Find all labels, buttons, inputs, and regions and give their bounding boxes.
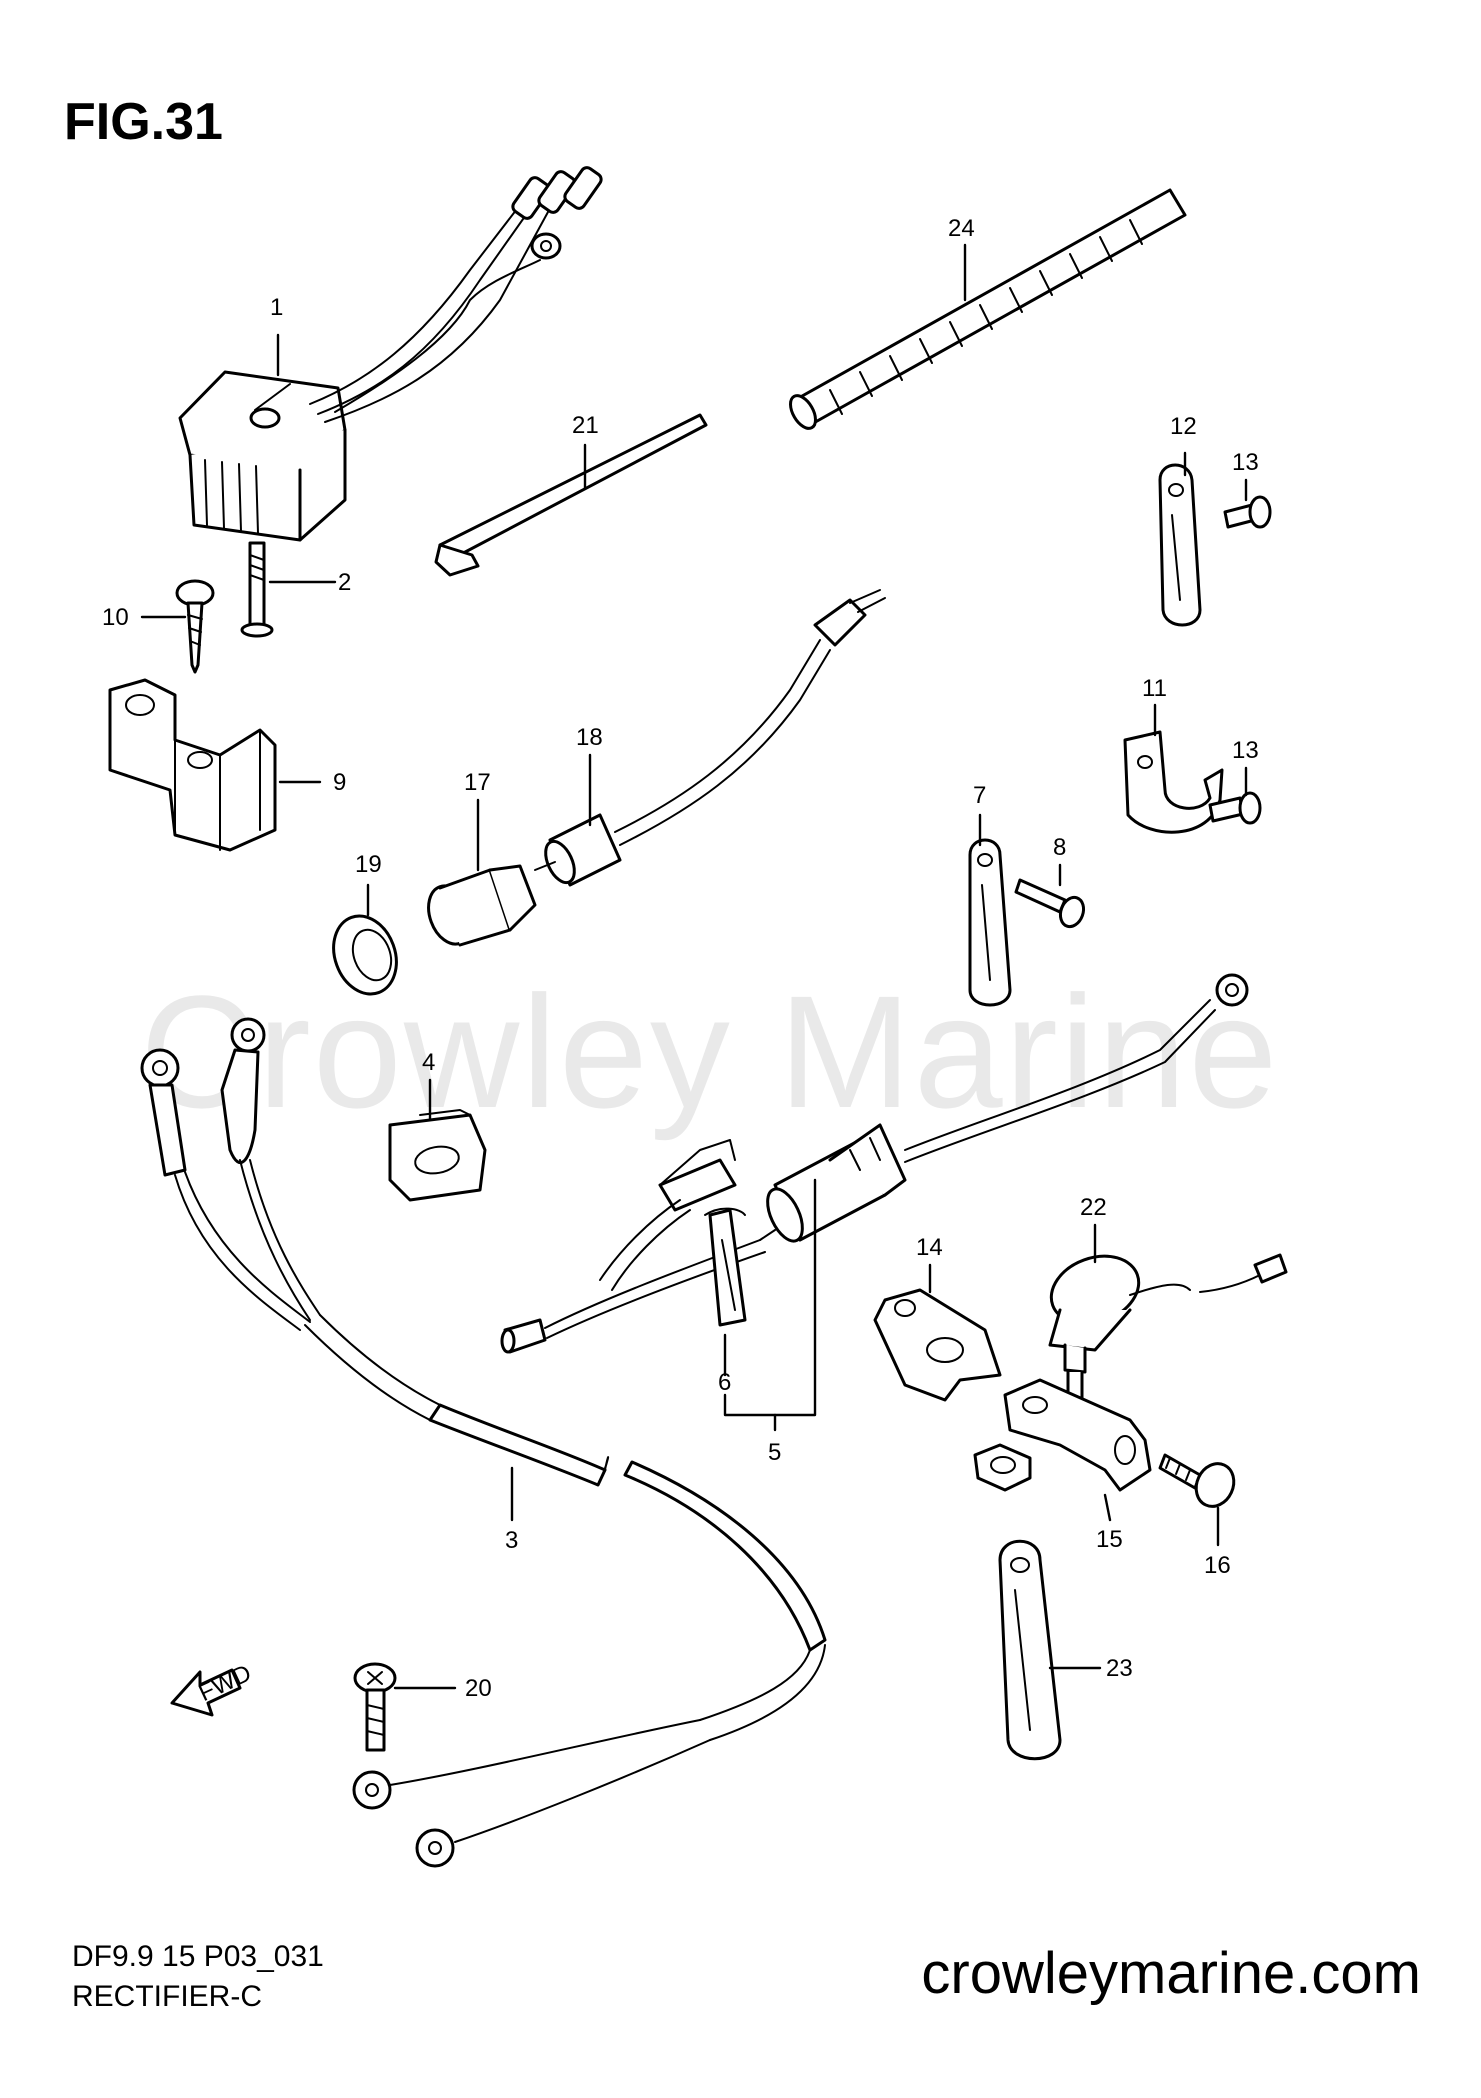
part-3-harness[interactable] (140, 1017, 827, 1868)
callout-5: 5 (768, 1439, 781, 1466)
callout-17: 17 (464, 769, 491, 796)
callout-14: 14 (916, 1234, 943, 1261)
callout-6: 6 (718, 1369, 731, 1396)
callout-23: 23 (1106, 1655, 1133, 1682)
part-23-clamp[interactable] (998, 1539, 1062, 1761)
callout-8: 8 (1053, 834, 1066, 861)
part-1-rectifier[interactable] (178, 165, 603, 542)
part-18-grommet[interactable] (534, 589, 886, 887)
part-17-cap[interactable] (421, 864, 537, 950)
callout-10: 10 (102, 604, 129, 631)
callout-2: 2 (338, 569, 351, 596)
part-8-screw[interactable] (1014, 878, 1087, 930)
part-22-switch[interactable] (1042, 1245, 1288, 1402)
callout-9: 9 (333, 769, 346, 796)
website-link[interactable]: crowleymarine.com (921, 1941, 1421, 2006)
part-4-grommet[interactable] (388, 1109, 487, 1202)
part-13b-screw[interactable] (1208, 791, 1262, 825)
callout-16: 16 (1204, 1552, 1231, 1579)
figure-title: FIG.31 (64, 93, 223, 151)
part-19-grommet[interactable] (323, 907, 407, 1003)
part-6-terminal[interactable] (704, 1207, 747, 1327)
part-15-bracket[interactable] (1003, 1378, 1152, 1492)
part-14-plate[interactable] (873, 1288, 1002, 1402)
part-24-spiral-tube[interactable] (785, 188, 1187, 433)
callout-7: 7 (973, 782, 986, 809)
callout-11: 11 (1142, 675, 1167, 702)
callout-4: 4 (422, 1049, 435, 1076)
part-16-bolt[interactable] (1158, 1453, 1241, 1513)
callout-numbers: 1 2 10 9 24 21 12 13 11 13 7 8 18 17 19 … (102, 215, 1259, 1702)
callout-13a: 13 (1232, 449, 1259, 476)
callout-22: 22 (1080, 1194, 1107, 1221)
part-2-screw[interactable] (240, 541, 274, 638)
part-10-screw[interactable] (175, 579, 215, 674)
callout-13b: 13 (1232, 737, 1259, 764)
part-9-bracket[interactable] (108, 678, 277, 852)
part-5-wire-assembly[interactable] (500, 973, 1249, 1354)
fwd-arrow-icon: FWD (170, 1660, 256, 1717)
part-21-cable-tie[interactable] (434, 413, 708, 577)
watermark: Crowley Marine (140, 962, 1280, 1141)
part-12-clamp[interactable] (1158, 463, 1202, 627)
callout-20: 20 (465, 1675, 492, 1702)
callout-1: 1 (270, 294, 283, 321)
leader-lines (140, 243, 1248, 1690)
callout-19: 19 (355, 851, 382, 878)
part-15-nut[interactable] (973, 1443, 1032, 1492)
callout-12: 12 (1170, 413, 1197, 440)
part-11-clamp[interactable] (1123, 730, 1224, 834)
part-20-bolt[interactable] (353, 1662, 397, 1752)
fwd-label: FWD (195, 1660, 256, 1708)
callout-15: 15 (1096, 1526, 1123, 1553)
part-13a-screw[interactable] (1223, 495, 1272, 529)
callout-18: 18 (576, 724, 603, 751)
callout-24: 24 (948, 215, 975, 242)
part-7-clamp[interactable] (968, 838, 1012, 1007)
figure-code: DF9.9 15 P03_031 (72, 1940, 324, 1973)
callout-3: 3 (505, 1527, 518, 1554)
figure-name: RECTIFIER-C (72, 1980, 262, 2013)
callout-21: 21 (572, 412, 599, 439)
